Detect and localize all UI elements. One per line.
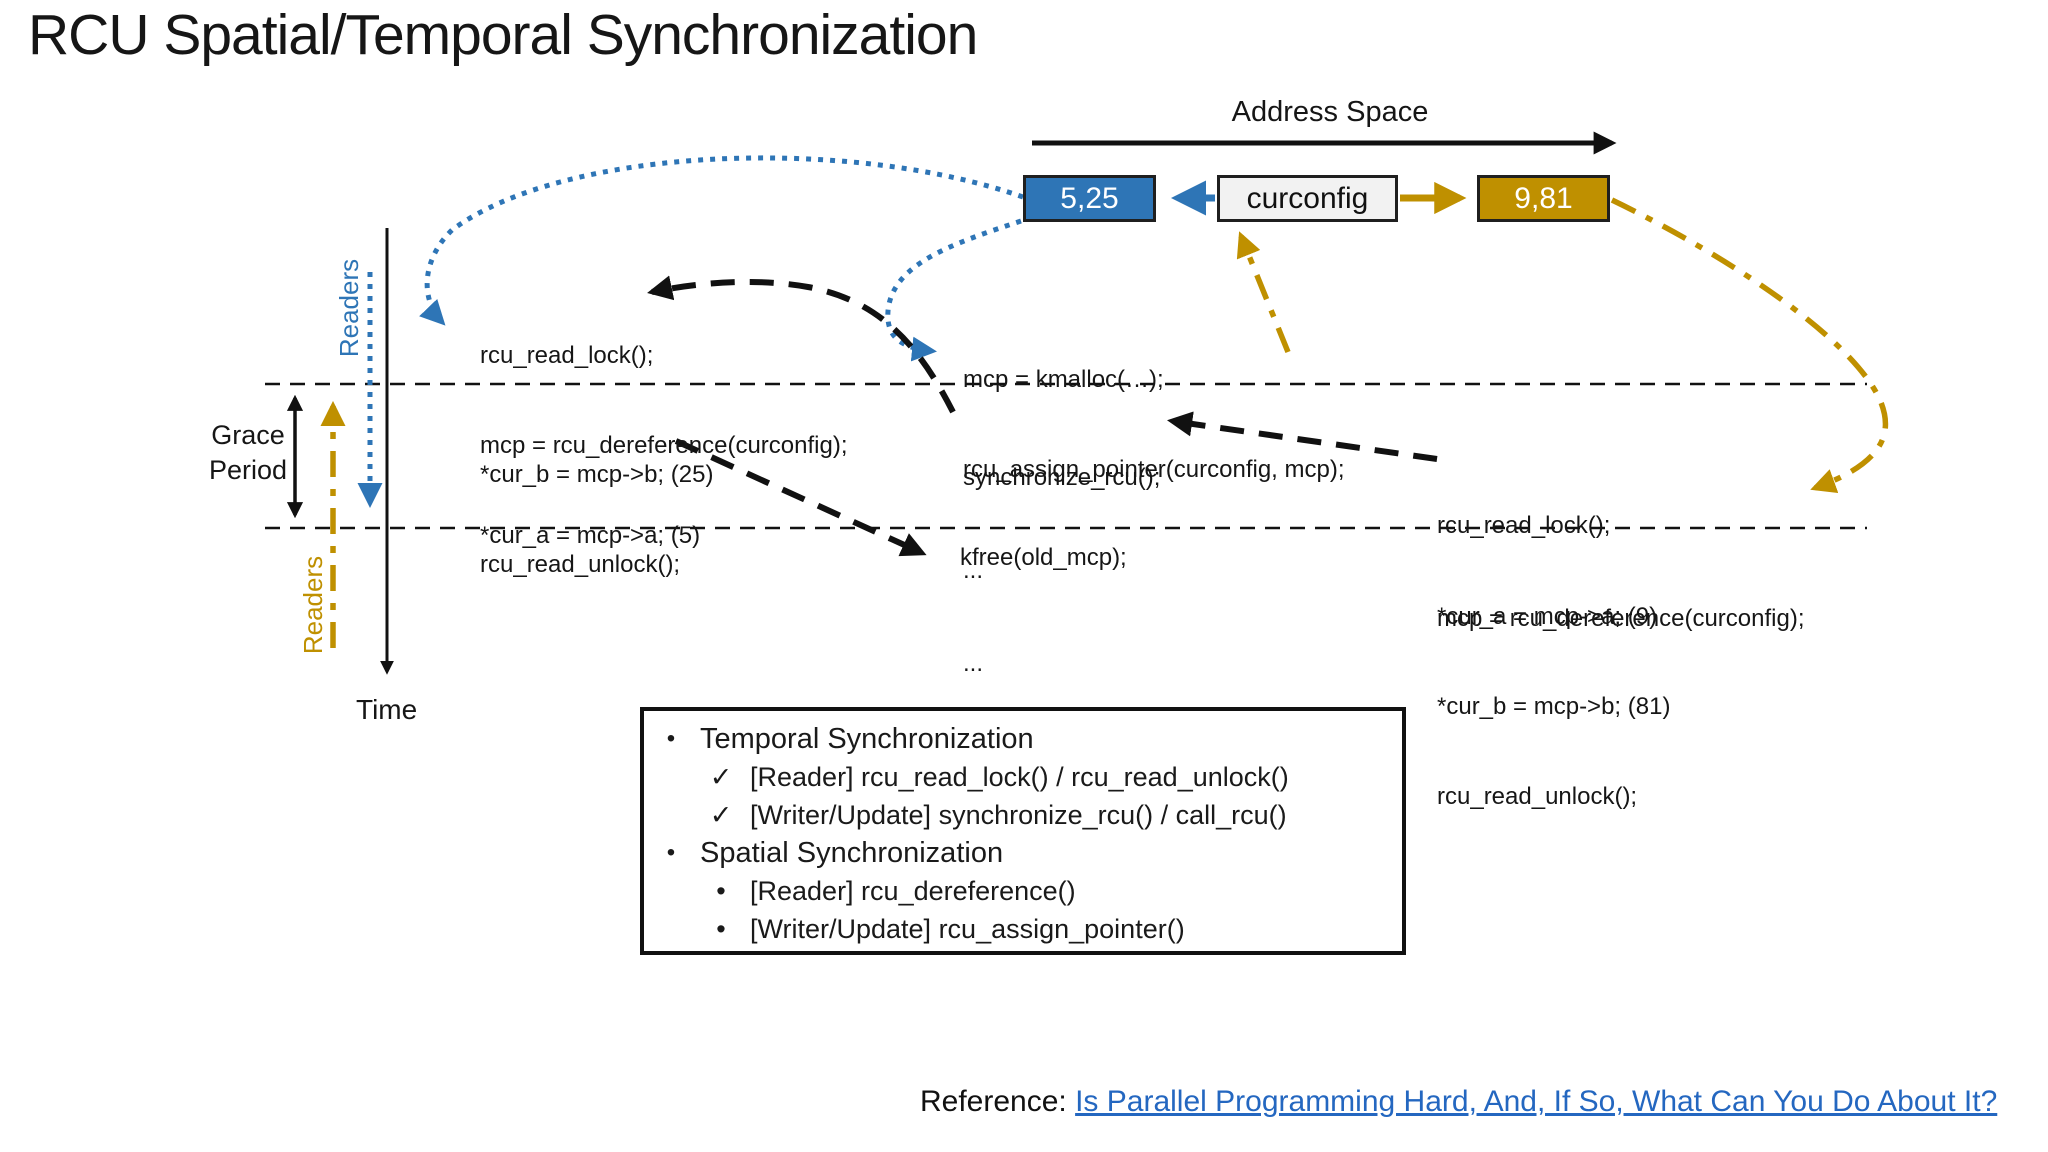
- panel-item-text: Temporal Synchronization: [700, 722, 1034, 755]
- reader-right-code-bottom: *cur_a = mcp->a; (9) *cur_b = mcp->b; (8…: [1437, 542, 1670, 872]
- code-line: *cur_a = mcp->a; (9): [1437, 603, 1658, 630]
- checkmark-icon: ✓: [709, 761, 733, 792]
- reference-label: Reference:: [920, 1085, 1076, 1118]
- code-line: rcu_read_lock();: [480, 342, 654, 369]
- curconfig-pointer-box: curconfig: [1217, 175, 1398, 222]
- checkmark-icon: ✓: [709, 799, 733, 830]
- panel-item-text: [Reader] rcu_read_lock() / rcu_read_unlo…: [750, 761, 1289, 792]
- updater-code-kfree: kfree(old_mcp);: [960, 544, 1127, 571]
- readers-gold-label: Readers: [298, 555, 328, 655]
- old-memory-box: 5,25: [1023, 175, 1156, 222]
- panel-item-temporal-reader: ✓ [Reader] rcu_read_lock() / rcu_read_un…: [644, 758, 1402, 796]
- reference-link[interactable]: Is Parallel Programming Hard, And, If So…: [1075, 1085, 1998, 1118]
- code-line: *cur_b = mcp->b; (81): [1437, 693, 1671, 720]
- reader-left-code-bottom: *cur_b = mcp->b; (25) rcu_read_unlock();: [480, 400, 713, 640]
- panel-item-text: Spatial Synchronization: [700, 836, 1004, 869]
- updater-code-middle: synchronize_rcu(); ... ...: [963, 400, 1160, 741]
- code-line: mcp = rcu_dereference(curconfig);: [1437, 605, 1805, 632]
- bullet-icon: •: [666, 725, 676, 752]
- slide-title: RCU Spatial/Temporal Synchronization: [28, 3, 978, 67]
- panel-item-text: [Writer/Update] rcu_assign_pointer(): [750, 913, 1185, 944]
- panel-item-spatial: • Spatial Synchronization: [644, 834, 1402, 872]
- new-memory-box: 9,81: [1477, 175, 1610, 222]
- new-box-to-right-dereference-arrow: [1610, 197, 1889, 493]
- code-line: rcu_read_unlock();: [480, 551, 681, 578]
- panel-item-spatial-writer: • [Writer/Update] rcu_assign_pointer(): [644, 910, 1402, 948]
- bullet-icon: •: [716, 913, 726, 944]
- code-line: mcp = kmalloc(…);: [963, 366, 1164, 393]
- code-line: *cur_b = mcp->b; (25): [480, 461, 714, 488]
- reader-right-code-top: rcu_read_lock(); mcp = rcu_dereference(c…: [1437, 448, 1805, 696]
- panel-item-temporal: • Temporal Synchronization: [644, 720, 1402, 758]
- synchronization-summary-panel: • Temporal Synchronization ✓ [Reader] rc…: [640, 707, 1406, 955]
- time-axis-label: Time: [356, 694, 418, 725]
- code-line: ...: [963, 557, 984, 584]
- bullet-icon: •: [716, 875, 726, 906]
- bullet-icon: •: [666, 839, 676, 866]
- code-line: synchronize_rcu();: [963, 464, 1161, 491]
- panel-item-text: [Writer/Update] synchronize_rcu() / call…: [750, 799, 1287, 830]
- code-line: rcu_read_lock();: [1437, 512, 1611, 539]
- code-line: rcu_read_unlock();: [1437, 783, 1638, 810]
- address-space-label: Address Space: [1231, 96, 1429, 128]
- reference-line: Reference: Is Parallel Programming Hard,…: [920, 1085, 1997, 1119]
- panel-item-temporal-writer: ✓ [Writer/Update] synchronize_rcu() / ca…: [644, 796, 1402, 834]
- readers-blue-label: Readers: [334, 258, 364, 358]
- panel-item-text: [Reader] rcu_dereference(): [750, 875, 1076, 906]
- panel-item-spatial-reader: • [Reader] rcu_dereference(): [644, 872, 1402, 910]
- code-line: ...: [963, 650, 984, 677]
- grace-period-label: Grace Period: [208, 420, 288, 485]
